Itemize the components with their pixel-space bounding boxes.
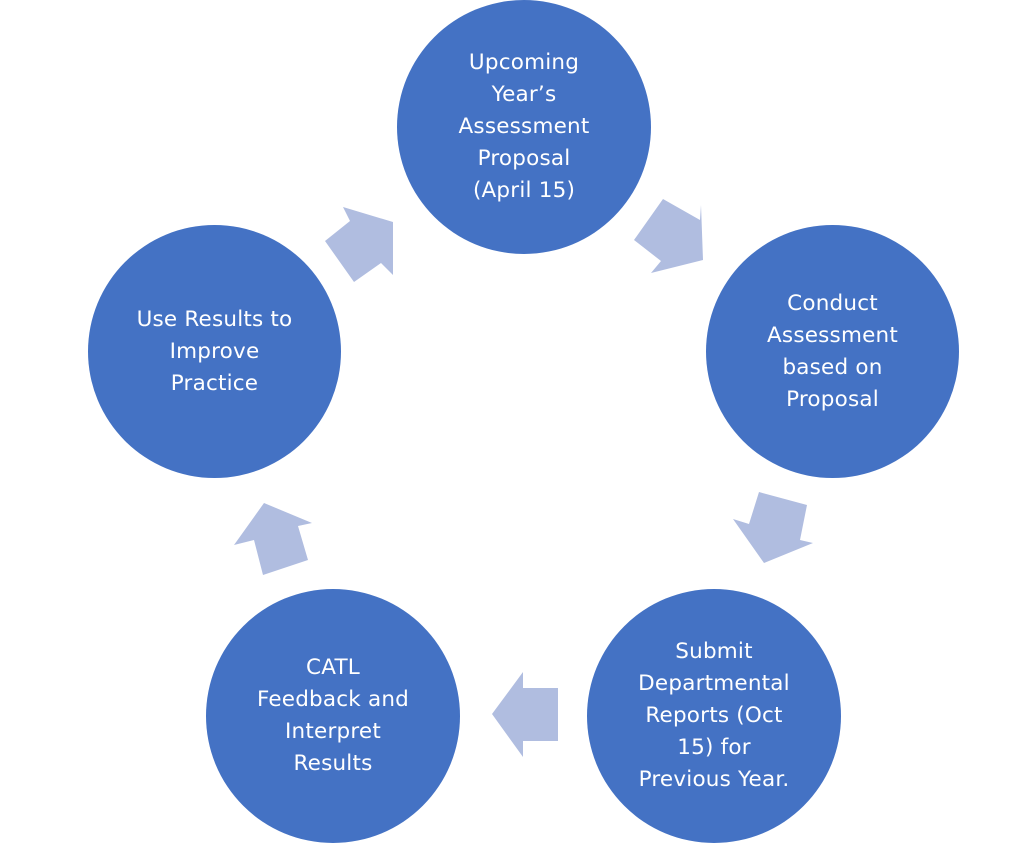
arrow-use-results-to-proposal [325, 207, 393, 282]
arrow-submit-to-feedback [492, 672, 558, 757]
node-use-results-label: Use Results to Improve Practice [136, 306, 293, 396]
node-conduct-label: Conduct Assessment based on Proposal [767, 290, 898, 412]
node-submit-label: Submit Departmental Reports (Oct 15) for… [638, 639, 790, 792]
arrow-conduct-to-submit [733, 492, 813, 563]
node-conduct: Conduct Assessment based on Proposal [706, 225, 959, 478]
arrow-proposal-to-conduct [634, 199, 703, 273]
node-proposal-label: Upcoming Year’s Assessment Proposal (Apr… [458, 50, 590, 203]
arrow-feedback-to-use-results [234, 503, 312, 575]
node-proposal: Upcoming Year’s Assessment Proposal (Apr… [397, 0, 651, 254]
node-submit: Submit Departmental Reports (Oct 15) for… [587, 589, 841, 843]
node-feedback: CATL Feedback and Interpret Results [206, 589, 460, 843]
node-feedback-label: CATL Feedback and Interpret Results [256, 655, 410, 776]
node-use-results: Use Results to Improve Practice [88, 225, 341, 478]
